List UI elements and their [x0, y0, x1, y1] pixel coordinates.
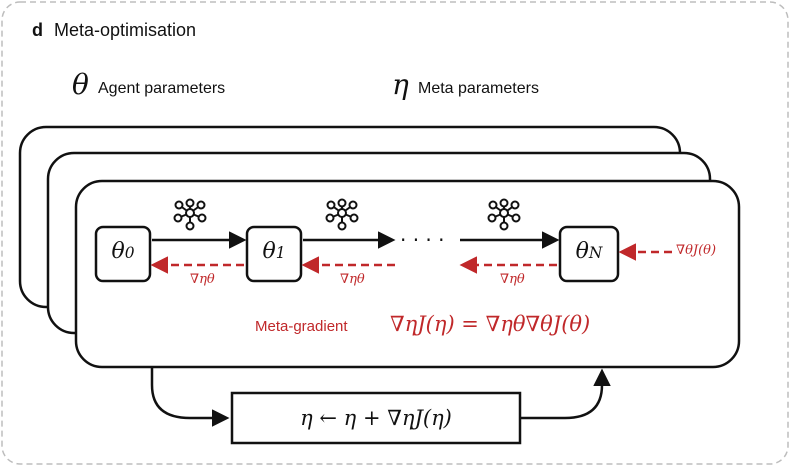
node-box-theta1: [245, 225, 303, 283]
network-icon: [173, 198, 207, 231]
gradient-label-loss: ∇θJ(θ): [676, 243, 717, 258]
eta-legend-symbol: η: [392, 68, 409, 101]
network-icon: [487, 198, 521, 231]
meta-gradient-label: Meta-gradient: [255, 318, 348, 335]
update-box: [230, 391, 522, 445]
theta-legend-symbol: θ: [72, 68, 89, 101]
node-label-thetaN: θN: [575, 239, 603, 264]
panel-letter: d: [32, 20, 43, 40]
meta-gradient-equation: ∇ηJ(η) = ∇ηθ∇θJ(θ): [390, 312, 591, 336]
stack-box-front: [74, 179, 741, 369]
node-label-theta0: θ0: [111, 239, 135, 264]
chain-ellipsis: · · · ·: [400, 228, 445, 252]
gradient-label-0: ∇ηθ: [190, 272, 215, 287]
panel-title: Meta-optimisation: [54, 20, 197, 40]
loop-arrow-out: [521, 368, 611, 420]
gradient-label-1: ∇ηθ: [340, 272, 365, 287]
gradient-label-2: ∇ηθ: [500, 272, 525, 287]
node-box-theta0: [94, 225, 152, 283]
meta-parameters-label: Meta parameters: [418, 80, 539, 97]
agent-parameters-label: Agent parameters: [98, 80, 226, 97]
loop-arrow-in: [150, 368, 230, 427]
node-label-theta1: θ1: [262, 239, 286, 264]
node-box-thetaN: [558, 225, 620, 283]
network-icon: [325, 198, 359, 231]
update-equation: η ← η + ∇ηJ(η): [300, 406, 452, 430]
